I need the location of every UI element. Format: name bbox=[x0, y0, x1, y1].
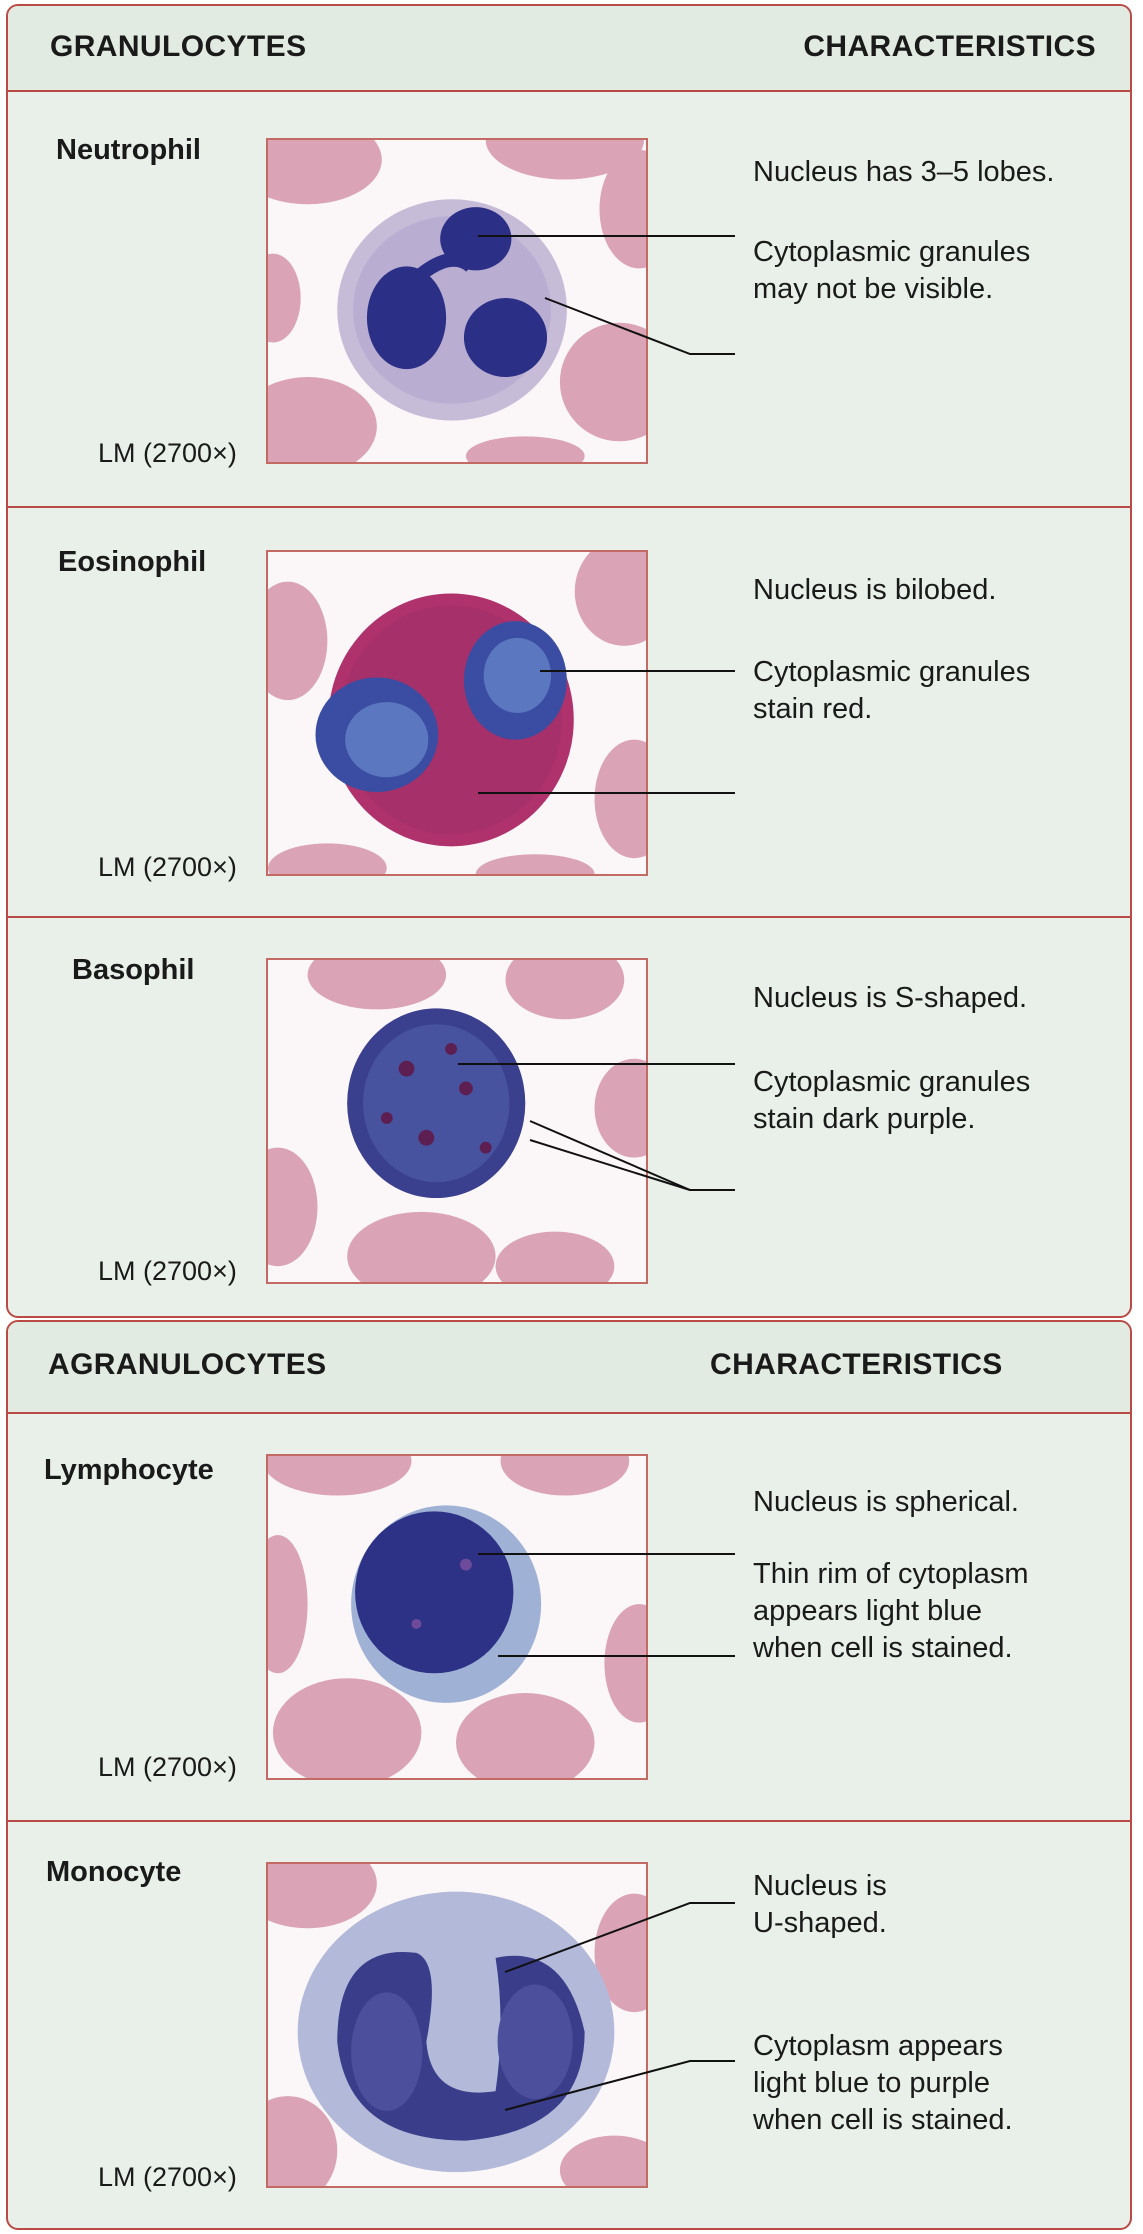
granulocytes-panel: GRANULOCYTES CHARACTERISTICS Neutrophil … bbox=[6, 4, 1132, 1318]
neutrophil-micrograph bbox=[266, 138, 648, 464]
basophil-name: Basophil bbox=[72, 954, 195, 986]
monocyte-name: Monocyte bbox=[46, 1856, 182, 1888]
lymphocyte-micrograph bbox=[266, 1454, 648, 1780]
granulocytes-characteristics-heading: CHARACTERISTICS bbox=[803, 30, 1096, 63]
monocyte-micrograph bbox=[266, 1862, 648, 2188]
granulocytes-header: GRANULOCYTES CHARACTERISTICS bbox=[8, 6, 1130, 92]
eosinophil-row: Eosinophil LM (2700×) Nucleus is bilobed… bbox=[8, 506, 1130, 916]
neutrophil-nucleus-caption: Nucleus has 3–5 lobes. bbox=[753, 156, 1055, 188]
agranulocytes-title: AGRANULOCYTES bbox=[48, 1348, 327, 1381]
agranulocytes-panel: AGRANULOCYTES CHARACTERISTICS Lymphocyte… bbox=[6, 1320, 1132, 2230]
eosinophil-magnification: LM (2700×) bbox=[98, 852, 237, 882]
eosinophil-nucleus-caption: Nucleus is bilobed. bbox=[753, 574, 997, 606]
eosinophil-granules-caption: Cytoplasmic granules stain red. bbox=[753, 656, 1031, 725]
eosinophil-name: Eosinophil bbox=[58, 546, 207, 578]
monocyte-nucleus-caption: Nucleus is U-shaped. bbox=[753, 1870, 887, 1939]
monocyte-cytoplasm-caption: Cytoplasm appears light blue to purple w… bbox=[753, 2030, 1013, 2136]
eosinophil-micrograph bbox=[266, 550, 648, 876]
monocyte-row: Monocyte LM (2700×) Nucleus is U-shaped.… bbox=[8, 1820, 1130, 2228]
basophil-magnification: LM (2700×) bbox=[98, 1256, 237, 1286]
monocyte-magnification: LM (2700×) bbox=[98, 2162, 237, 2192]
lymphocyte-row: Lymphocyte LM (2700×) Nucleus is spheric… bbox=[8, 1414, 1130, 1820]
basophil-micrograph bbox=[266, 958, 648, 1284]
lymphocyte-name: Lymphocyte bbox=[44, 1454, 214, 1486]
agranulocytes-characteristics-heading: CHARACTERISTICS bbox=[710, 1348, 1003, 1381]
neutrophil-granules-caption: Cytoplasmic granules may not be visible. bbox=[753, 236, 1031, 305]
lymphocyte-cytoplasm-caption: Thin rim of cytoplasm appears light blue… bbox=[753, 1558, 1029, 1664]
basophil-nucleus-caption: Nucleus is S-shaped. bbox=[753, 982, 1028, 1014]
agranulocytes-header: AGRANULOCYTES CHARACTERISTICS bbox=[8, 1322, 1130, 1414]
neutrophil-name: Neutrophil bbox=[56, 134, 201, 166]
lymphocyte-magnification: LM (2700×) bbox=[98, 1752, 237, 1782]
granulocytes-title: GRANULOCYTES bbox=[50, 30, 307, 63]
lymphocyte-nucleus-caption: Nucleus is spherical. bbox=[753, 1486, 1019, 1518]
neutrophil-row: Neutrophil LM (2700×) Nucleus has 3–5 lo… bbox=[8, 92, 1130, 506]
basophil-granules-caption: Cytoplasmic granules stain dark purple. bbox=[753, 1066, 1031, 1135]
basophil-row: Basophil LM (2700×) Nucleus is S- bbox=[8, 916, 1130, 1316]
neutrophil-magnification: LM (2700×) bbox=[98, 438, 237, 468]
